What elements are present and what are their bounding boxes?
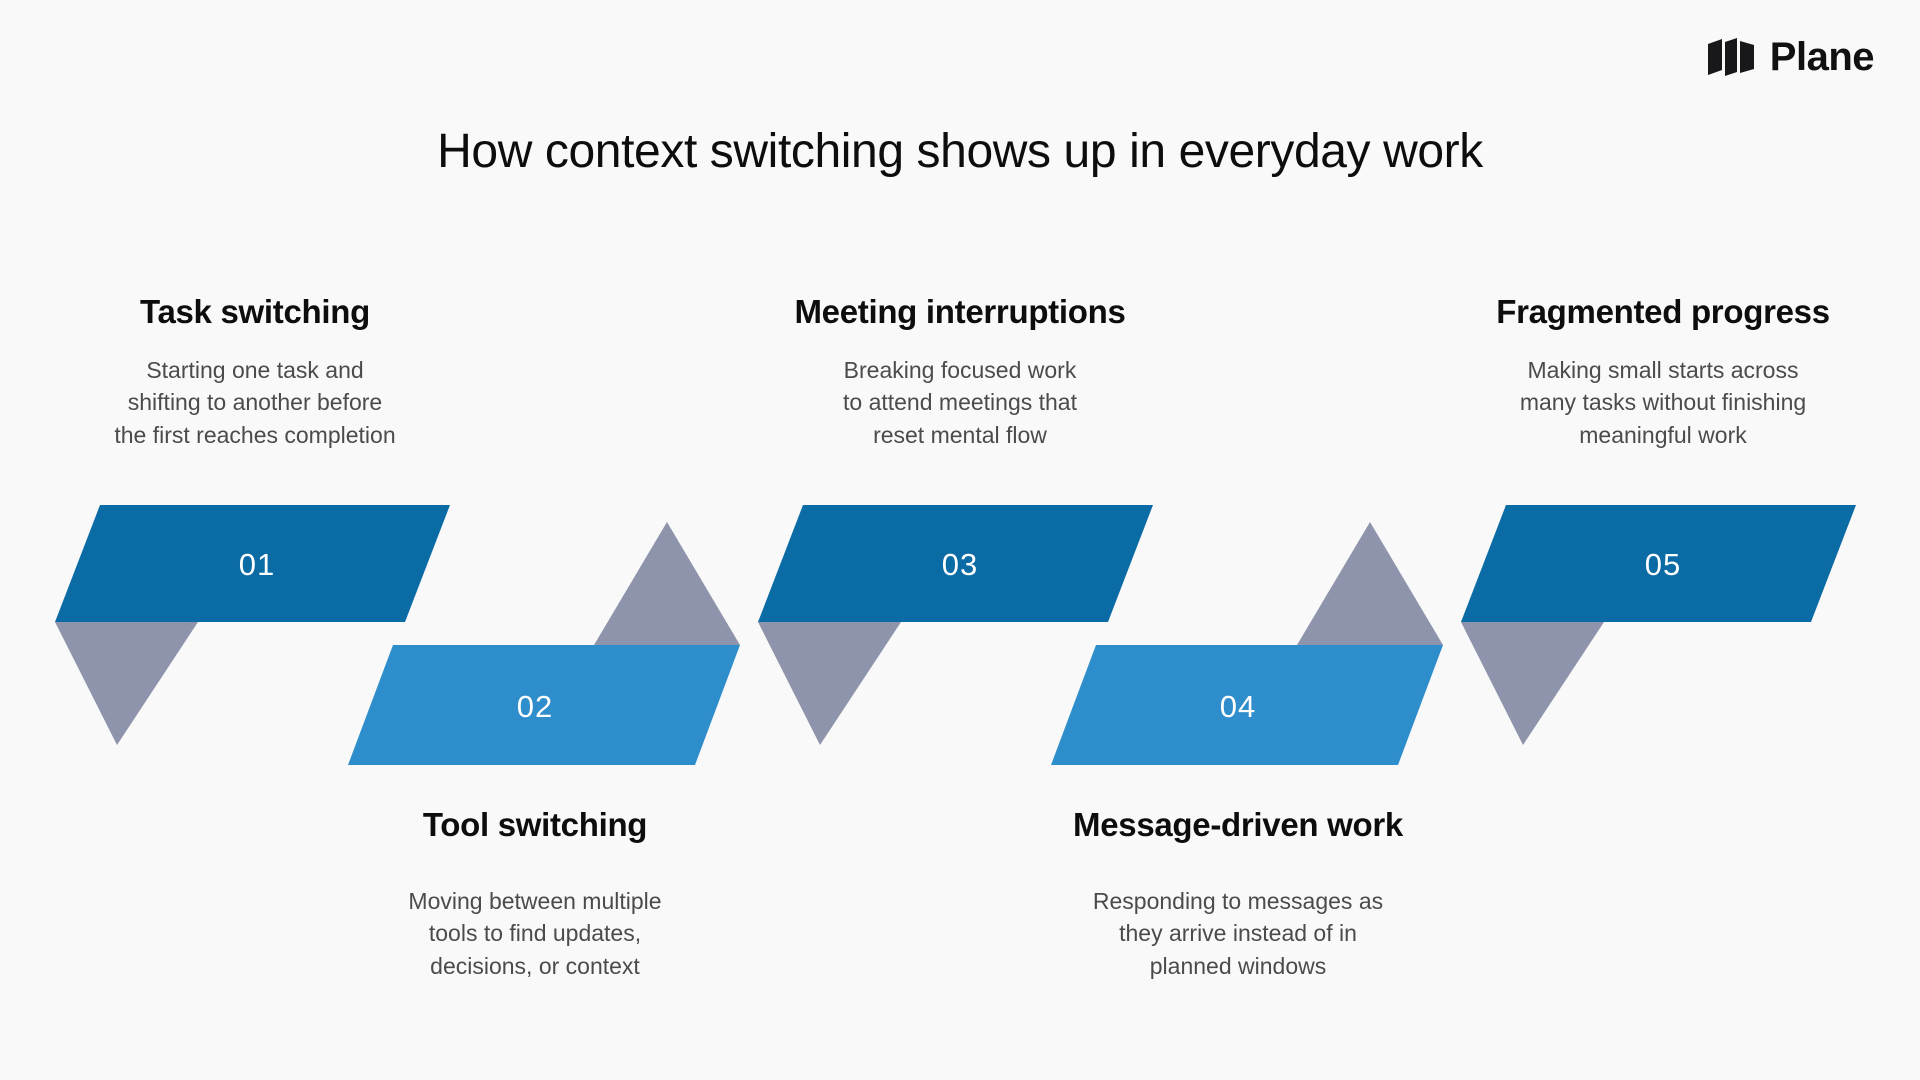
step-number-2: 02: [517, 689, 553, 724]
step-number-3: 03: [942, 547, 978, 582]
step-card-5: Fragmented progress Making small starts …: [1463, 292, 1863, 452]
step-title-5: Fragmented progress: [1496, 293, 1830, 330]
step-number-4: 04: [1220, 689, 1256, 724]
step-card-1: Task switching Starting one task and shi…: [55, 292, 455, 452]
connector-triangle-down-3: [758, 622, 901, 745]
connector-triangle-up-2: [594, 522, 740, 645]
step-description-4: Responding to messages as they arrive in…: [1092, 887, 1384, 979]
step-shape-2[interactable]: [348, 645, 740, 765]
step-description-5: Making small starts across many tasks wi…: [1519, 356, 1807, 448]
step-card-3: Meeting interruptions Breaking focused w…: [760, 292, 1160, 452]
brand-logo: Plane: [1700, 35, 1875, 79]
step-card-4: Message-driven work Responding to messag…: [1038, 805, 1438, 983]
page-title: How context switching shows up in everyd…: [437, 125, 1483, 178]
step-description-2: Moving between multiple tools to find up…: [408, 887, 662, 979]
connector-triangle-down-1: [55, 622, 198, 745]
step-description-1: Starting one task and shifting to anothe…: [114, 356, 396, 448]
step-shape-4[interactable]: [1051, 645, 1443, 765]
step-description-3: Breaking focused work to attend meetings…: [843, 356, 1077, 448]
step-title-1: Task switching: [140, 293, 370, 330]
plane-logo-icon: [1707, 38, 1754, 76]
step-title-3: Meeting interruptions: [794, 293, 1126, 330]
step-shape-1[interactable]: [55, 505, 450, 622]
brand-name: Plane: [1769, 35, 1875, 79]
step-shape-3[interactable]: [758, 505, 1153, 622]
step-card-2: Tool switching Moving between multiple t…: [335, 805, 735, 983]
step-title-2: Tool switching: [422, 806, 648, 843]
connector-triangle-up-4: [1297, 522, 1443, 645]
step-shape-5[interactable]: [1461, 505, 1856, 622]
step-title-4: Message-driven work: [1073, 806, 1403, 843]
connector-triangle-down-5: [1461, 622, 1604, 745]
step-number-5: 05: [1645, 547, 1681, 582]
step-number-1: 01: [239, 547, 275, 582]
